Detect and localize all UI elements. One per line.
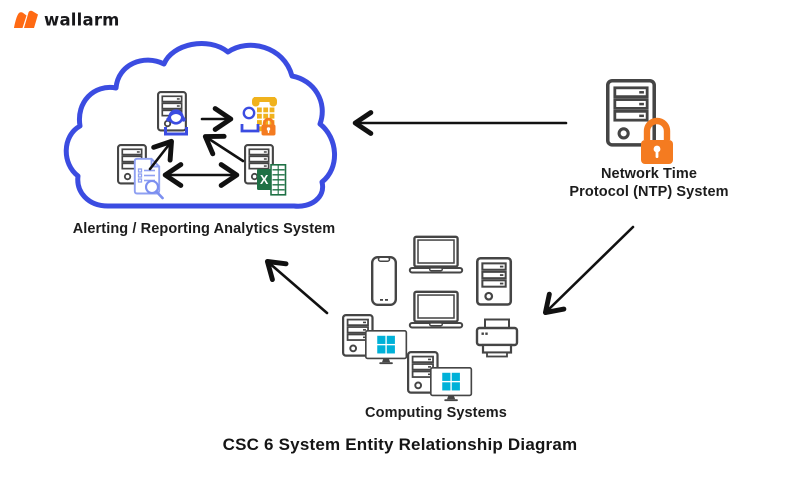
analytics-system-label: Alerting / Reporting Analytics System <box>73 221 336 237</box>
secured-contact-notification-icon <box>240 97 277 136</box>
excel-x-glyph: X <box>260 173 269 187</box>
analytics-cloud-shape <box>63 41 337 209</box>
small-lock-icon <box>261 117 276 136</box>
wallarm-logo-icon <box>14 10 38 28</box>
operator-headset-person-icon <box>164 109 188 136</box>
laptop-icon <box>408 290 464 329</box>
log-review-document-icon <box>133 157 164 200</box>
wallarm-logo-text: wallarm <box>44 11 120 30</box>
magnifier-icon <box>144 179 164 200</box>
computing-systems-cluster <box>341 235 519 402</box>
windows-monitor-icon <box>430 367 473 402</box>
server-tower-icon <box>476 257 513 306</box>
arrow-logserver-to-operator <box>148 138 174 171</box>
printer-icon <box>475 318 519 358</box>
wallarm-logo: wallarm <box>14 10 120 30</box>
contact-person-icon <box>240 106 260 133</box>
laptop-icon <box>408 235 464 274</box>
arrow-ntp-to-computing <box>542 225 635 316</box>
computing-systems-label: Computing Systems <box>365 405 507 421</box>
arrow-computing-to-analytics <box>264 259 329 315</box>
windows-desktop-icon <box>406 350 473 402</box>
arrow-reportserver-to-operator <box>202 133 245 163</box>
diagram-title: CSC 6 System Entity Relationship Diagram <box>223 435 578 454</box>
excel-spreadsheet-icon: X <box>257 164 287 196</box>
smartphone-icon <box>371 256 398 306</box>
windows-monitor-icon <box>365 330 408 365</box>
windows-desktop-icon <box>341 313 408 365</box>
ntp-system-label-line2: Protocol (NTP) System <box>569 184 728 200</box>
ntp-system-label-line1: Network Time <box>601 166 697 182</box>
ntp-lock-icon <box>641 117 673 164</box>
